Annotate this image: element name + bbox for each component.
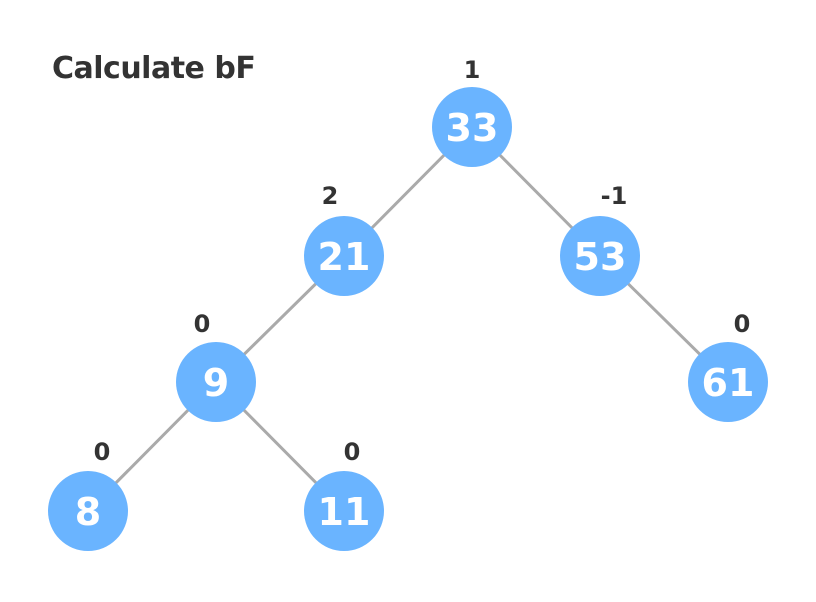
balance-factor-label: 0 [94,438,111,466]
diagram-title: Calculate bF [52,51,256,86]
node-circle [432,87,512,167]
node-value: 11 [318,490,371,534]
balance-factor-label: -1 [601,182,628,210]
tree-node-11: 11 0 [304,438,384,551]
node-circle [560,216,640,296]
node-circle [176,342,256,422]
node-circle [304,216,384,296]
tree-node-8: 8 0 [48,438,128,551]
tree-node-53: 53 -1 [560,182,640,296]
node-value: 9 [203,361,229,405]
node-value: 8 [75,490,101,534]
balance-factor-label: 0 [344,438,361,466]
node-circle [48,471,128,551]
node-circle [304,471,384,551]
tree-node-61: 61 0 [688,310,768,422]
node-value: 61 [702,361,755,405]
tree-node-9: 9 0 [176,310,256,422]
balance-factor-label: 0 [194,310,211,338]
node-value: 33 [446,106,499,150]
balance-factor-label: 2 [322,182,339,210]
node-value: 21 [318,235,371,279]
tree-node-33: 33 1 [432,56,512,167]
tree-node-21: 21 2 [304,182,384,296]
nodes-group: 33 1 21 2 53 -1 9 0 61 0 [48,56,768,551]
balance-factor-label: 1 [464,56,481,84]
node-circle [688,342,768,422]
edges-group [86,125,730,513]
node-value: 53 [574,235,627,279]
balance-factor-label: 0 [734,310,751,338]
